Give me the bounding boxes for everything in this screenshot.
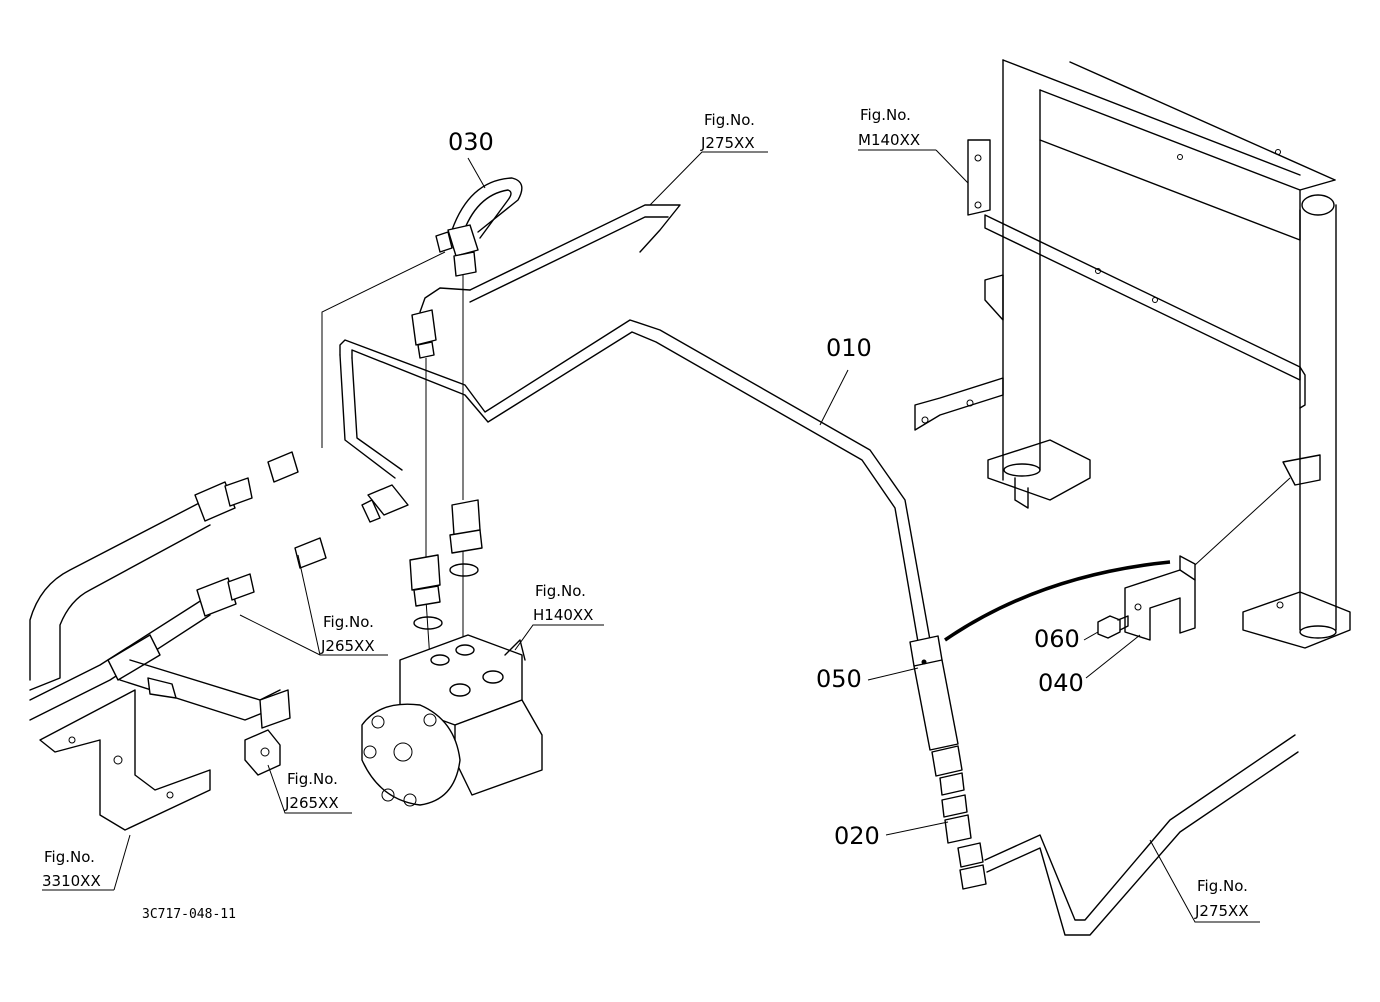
bracket-3310 bbox=[39, 689, 211, 831]
fig-ref-code-h140: H140XX bbox=[533, 606, 593, 624]
part-label-050: 050 bbox=[816, 665, 862, 693]
fig-ref-label-j265-low: Fig.No. bbox=[287, 770, 338, 788]
part-label-030: 030 bbox=[448, 128, 494, 156]
fig-ref-label-j275-top: Fig.No. bbox=[704, 111, 755, 129]
pipe-010 bbox=[339, 319, 931, 643]
return-pipe-upper bbox=[411, 204, 681, 359]
adapters-and-o-rings bbox=[361, 484, 483, 630]
bracket-040 bbox=[1124, 477, 1291, 641]
fitting-030 bbox=[435, 177, 523, 277]
fig-ref-code-j275-bottom: J275XX bbox=[1194, 902, 1249, 920]
bolt-060 bbox=[1097, 615, 1129, 639]
fig-ref-label-j265-mid: Fig.No. bbox=[323, 613, 374, 631]
drawing-code: 3C717-048-11 bbox=[142, 907, 236, 922]
arrow-to-bracket bbox=[944, 560, 1171, 642]
frame-structure bbox=[914, 59, 1351, 649]
leader-upper-pipe bbox=[321, 251, 446, 448]
part-label-060: 060 bbox=[1034, 625, 1080, 653]
part-label-020: 020 bbox=[834, 822, 880, 850]
fig-ref-code-m140: M140XX bbox=[858, 131, 920, 149]
hose-050 bbox=[909, 635, 965, 796]
fig-ref-code-3310: 3310XX bbox=[42, 872, 101, 890]
part-label-010: 010 bbox=[826, 334, 872, 362]
steering-unit bbox=[361, 634, 543, 807]
fig-ref-code-j265-mid: J265XX bbox=[320, 637, 375, 655]
fig-ref-label-h140: Fig.No. bbox=[535, 582, 586, 600]
part-label-040: 040 bbox=[1038, 669, 1084, 697]
fig-ref-label-m140: Fig.No. bbox=[860, 106, 911, 124]
left-pipes bbox=[29, 451, 327, 729]
fig-ref-label-3310: Fig.No. bbox=[44, 848, 95, 866]
fig-ref-code-j275-top: J275XX bbox=[700, 134, 755, 152]
leader-lines bbox=[42, 149, 1260, 923]
clamp-j265 bbox=[244, 729, 281, 776]
fig-ref-code-j265-low: J265XX bbox=[284, 794, 339, 812]
fig-ref-label-j275-bottom: Fig.No. bbox=[1197, 877, 1248, 895]
fitting-020 bbox=[941, 794, 987, 890]
lower-pipe bbox=[984, 734, 1299, 936]
